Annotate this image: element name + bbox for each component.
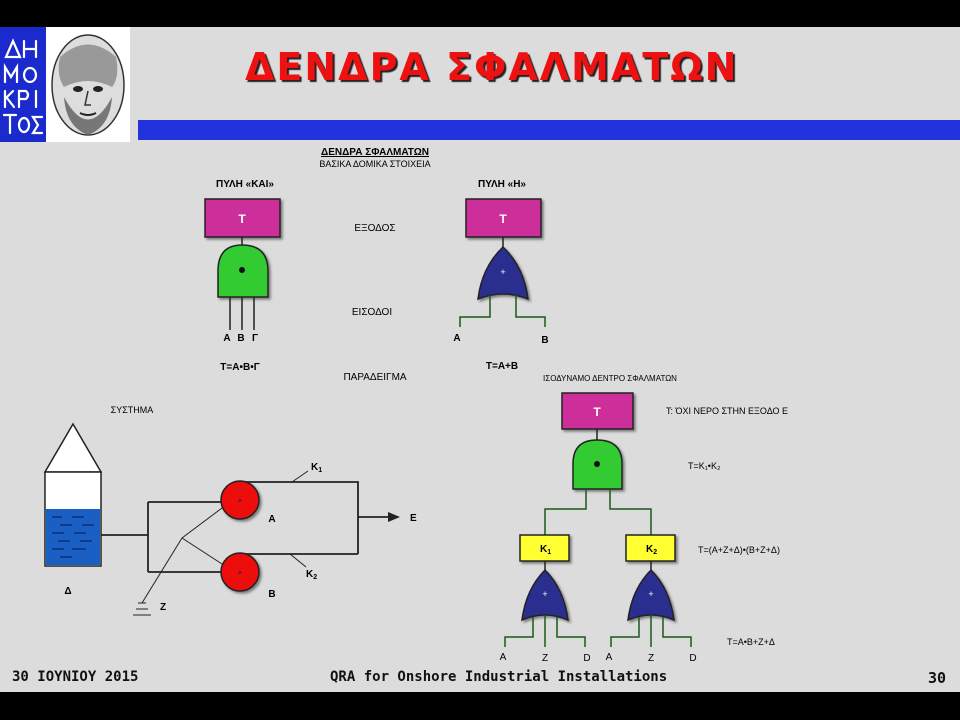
svg-text:K2: K2 <box>306 569 317 581</box>
tree-top-event-label: T <box>593 405 601 419</box>
footer-course: QRA for Onshore Industrial Installations <box>330 669 668 685</box>
equivalent-tree-label: ΙΣΟΔΥΝΑΜΟ ΔΕΝΤΡΟ ΣΦΑΛΜΑΤΩΝ <box>543 374 677 383</box>
svg-text:+: + <box>542 589 547 599</box>
footer-page-number: 30 <box>928 669 947 687</box>
k1-event-box <box>519 534 570 562</box>
k2-input-d: D <box>689 653 696 664</box>
svg-text:+: + <box>648 589 653 599</box>
valve-b <box>220 552 260 592</box>
tank-roof <box>43 422 103 473</box>
and-input-g: Γ <box>252 333 258 344</box>
valve-b-label: Β <box>268 589 275 600</box>
k1-input-z: Z <box>542 653 548 664</box>
svg-text:+: + <box>500 267 505 277</box>
logo <box>0 27 130 142</box>
or-gate-symbol <box>477 245 529 301</box>
output-e-label: Ε <box>410 513 417 524</box>
output-label: ΕΞΟΔΟΣ <box>354 223 395 234</box>
tank-water <box>46 509 100 565</box>
pipe-k1-sub: 1 <box>318 467 322 474</box>
formula-3: T=A•B+Z+Δ <box>727 637 775 647</box>
system-label: ΣΥΣΤΗΜΑ <box>111 405 154 415</box>
or-top-event-label: T <box>499 212 507 226</box>
k2-event-label: K <box>646 544 654 555</box>
k2-input-a: A <box>606 652 613 663</box>
example-label: ΠΑΡΑΔΕΙΓΜΑ <box>343 372 406 383</box>
and-top-event-label: T <box>238 212 246 226</box>
democritus-logo <box>0 27 125 142</box>
and-gate-label: ΠΥΛΗ «ΚΑΙ» <box>216 179 274 190</box>
k2-input-z: Z <box>648 653 654 664</box>
k1-input-a: A <box>500 652 507 663</box>
pipe-k2-label: K <box>306 569 314 580</box>
or-input-a: Α <box>453 333 460 344</box>
and-formula: T=A•B•Γ <box>220 362 259 373</box>
svg-text:K1: K1 <box>311 462 322 474</box>
diagram-subheading: ΒΑΣΙΚΑ ΔΟΜΙΚΑ ΣΤΟΙΧΕΙΑ <box>319 159 430 169</box>
fault-tree-diagram: ΔΕΝΔΡΑ ΣΦΑΛΜΑΤΩΝ ΒΑΣΙΚΑ ΔΟΜΙΚΑ ΣΤΟΙΧΕΙΑ … <box>43 147 788 664</box>
inputs-label: ΕΙΣΟΔΟΙ <box>352 307 392 318</box>
svg-text:+: + <box>238 496 243 505</box>
header-bar <box>138 120 960 140</box>
or-input-b: Β <box>541 335 548 346</box>
and-input-b: Β <box>237 333 244 344</box>
tank-label: Δ <box>64 586 71 597</box>
and-top-event-box <box>204 198 281 238</box>
svg-text:K2: K2 <box>646 544 657 556</box>
page-title: ΔΕΝΔΡΑ ΣΦΑΛΜΑΤΩΝ <box>245 45 739 89</box>
k1-input-d: D <box>583 653 590 664</box>
pipe-k1-label: K <box>311 462 319 473</box>
k2-event-sub: 2 <box>653 549 657 556</box>
k1-event-sub: 1 <box>547 549 551 556</box>
diagram-heading: ΔΕΝΔΡΑ ΣΦΑΛΜΑΤΩΝ <box>321 147 429 158</box>
and-input-a: Α <box>223 333 230 344</box>
formula-2: T=(A+Z+Δ)•(B+Z+Δ) <box>698 545 780 555</box>
ground-z-label: Z <box>160 602 166 613</box>
footer-date: 30 ΙΟΥΝΙΟΥ 2015 <box>12 669 139 685</box>
piping <box>101 481 388 573</box>
pipe-k2-sub: 2 <box>313 574 317 581</box>
svg-text:K1: K1 <box>540 544 551 556</box>
or-gate-label: ΠΥΛΗ «Η» <box>478 179 526 190</box>
formula-1: T=K₁•K₂ <box>688 461 721 471</box>
svg-text:+: + <box>238 568 243 577</box>
slide: ΔΕΝΔΡΑ ΣΦΑΛΜΑΤΩΝ ΔΕΝΔΡΑ ΣΦΑΛΜΑΤΩΝ ΒΑΣΙΚΑ… <box>0 27 960 692</box>
valve-a <box>220 480 260 520</box>
k1-event-label: K <box>540 544 548 555</box>
valve-a-label: Α <box>268 514 275 525</box>
or-formula: T=A+B <box>486 361 518 372</box>
tree-top-description: T: ΌΧΙ ΝΕΡΟ ΣΤΗΝ ΕΞΟΔΟ Ε <box>666 406 788 416</box>
